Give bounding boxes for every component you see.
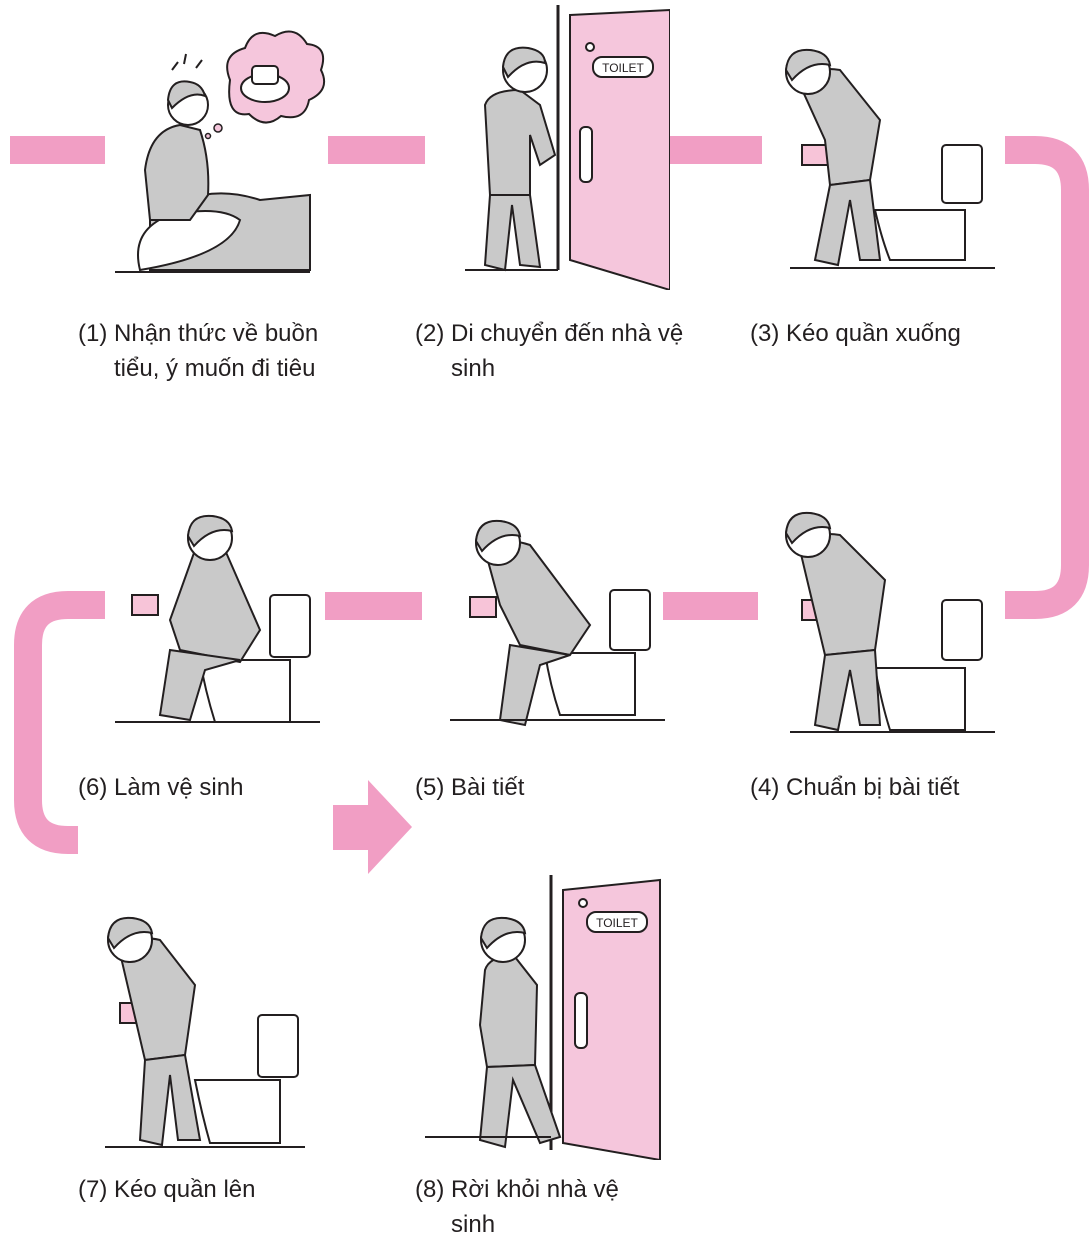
connector-5-6 [325, 592, 422, 620]
walking-to-door-icon: TOILET [430, 5, 670, 290]
step-6-text: Làm vệ sinh [114, 770, 243, 805]
step-6-number: (6) [78, 770, 107, 805]
step-2-text: Di chuyển đến nhà vệ sinh [451, 316, 690, 386]
connector-3-4 [1005, 150, 1075, 605]
connector-1-2 [328, 136, 425, 164]
step-5-number: (5) [415, 770, 444, 805]
step-5-text: Bài tiết [451, 770, 524, 805]
step-6-illustration [110, 500, 330, 730]
connector-entry [10, 136, 105, 164]
step-7-text: Kéo quần lên [114, 1172, 255, 1207]
step-4-illustration [770, 500, 1000, 760]
step-2-illustration: TOILET [430, 5, 670, 290]
step-7-number: (7) [78, 1172, 107, 1207]
step-3-caption: (3) Kéo quần xuống [750, 316, 1060, 351]
step-4-caption: (4) Chuẩn bị bài tiết [750, 770, 1070, 805]
step-4-text: Chuẩn bị bài tiết [786, 770, 959, 805]
step-7-illustration [90, 895, 310, 1155]
preparing-to-sit-icon [770, 500, 1000, 760]
step-7-caption: (7) Kéo quần lên [78, 1172, 368, 1207]
step-8-caption: (8) Rời khỏi nhà vệ sinh [415, 1172, 665, 1242]
step-5-illustration [450, 505, 680, 760]
excreting-icon [450, 505, 680, 760]
step-3-number: (3) [750, 316, 779, 351]
step-6-caption: (6) Làm vệ sinh [78, 770, 368, 805]
door-sign-8: TOILET [596, 916, 638, 930]
pulling-pants-up-icon [90, 895, 310, 1155]
step-1-caption: (1) Nhận thức về buồn tiểu, ý muốn đi ti… [78, 316, 368, 386]
step-8-text: Rời khỏi nhà vệ sinh [451, 1172, 665, 1242]
step-3-illustration [770, 10, 1000, 275]
step-1-illustration [110, 20, 330, 280]
step-2-number: (2) [415, 316, 444, 386]
step-5-caption: (5) Bài tiết [415, 770, 690, 805]
step-3-text: Kéo quần xuống [786, 316, 961, 351]
step-1-text: Nhận thức về buồn tiểu, ý muốn đi tiêu [114, 316, 368, 386]
step-8-illustration: TOILET [425, 875, 665, 1160]
door-sign-2: TOILET [602, 61, 644, 75]
step-8-number: (8) [415, 1172, 444, 1242]
connector-2-3 [667, 136, 762, 164]
thinking-of-toilet-icon [110, 20, 330, 280]
step-4-number: (4) [750, 770, 779, 805]
step-2-caption: (2) Di chuyển đến nhà vệ sinh [415, 316, 690, 386]
wiping-icon [110, 500, 330, 730]
leaving-toilet-icon: TOILET [425, 875, 665, 1160]
step-1-number: (1) [78, 316, 107, 386]
pulling-pants-down-icon [770, 10, 1000, 275]
